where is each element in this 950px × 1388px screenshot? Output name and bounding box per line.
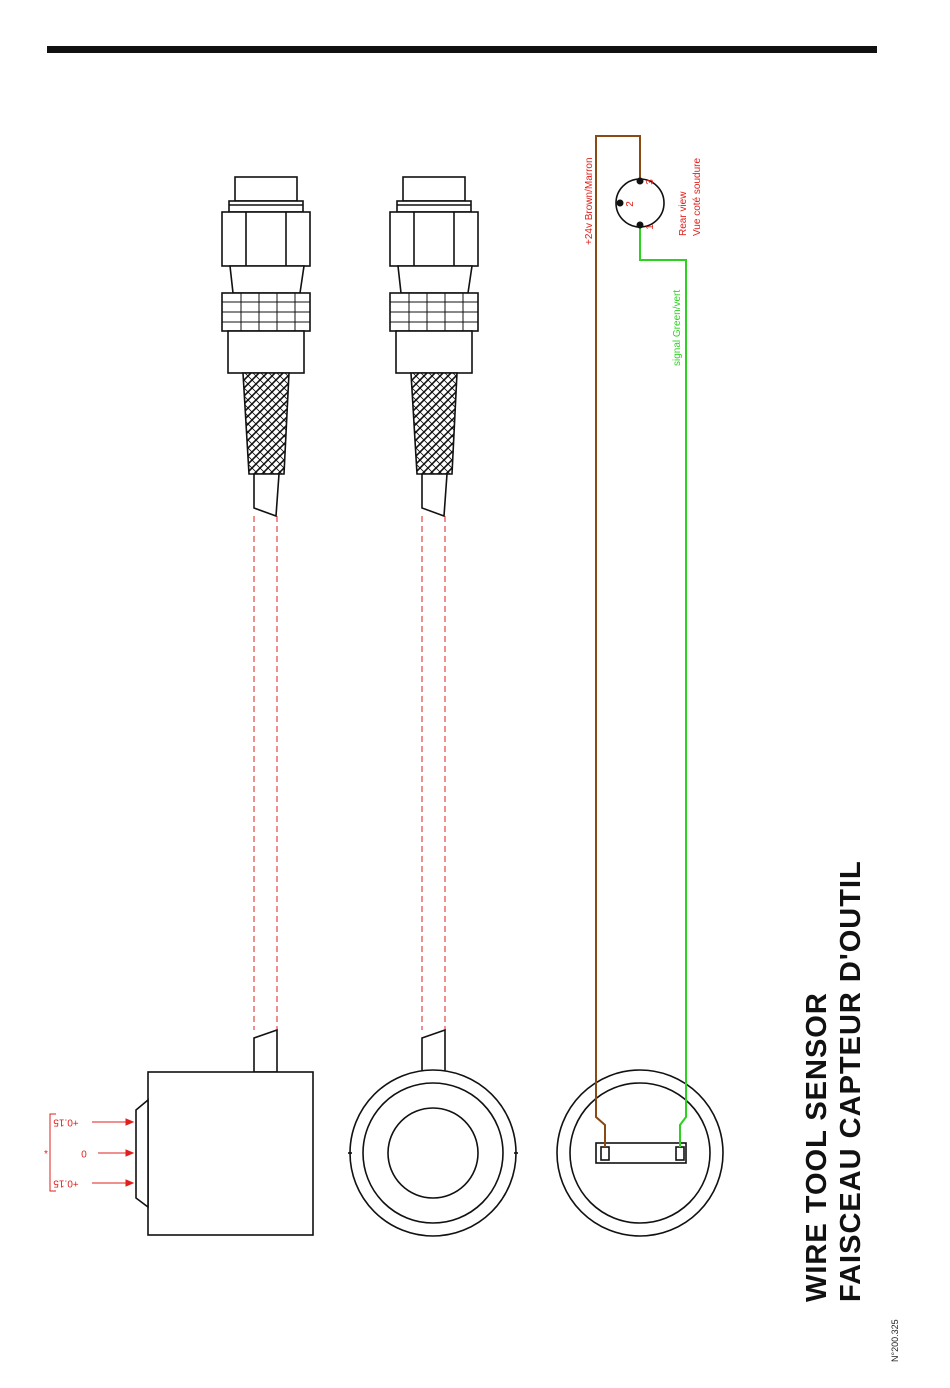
pin-1-dot (637, 222, 644, 229)
title-line-1: WIRE TOOL SENSOR (801, 992, 833, 1302)
connector-1 (222, 177, 310, 516)
pin-3-dot (637, 178, 644, 185)
tolerance-lower: +0.15 (53, 1177, 79, 1188)
tolerance-middle: 0 (81, 1147, 87, 1158)
tolerance-upper: +0.15 (53, 1116, 79, 1127)
cable-stubs (254, 1030, 445, 1072)
sensor-body-rear (557, 1070, 723, 1236)
title-line-2: FAISCEAU CAPTEUR D'OUTIL (835, 860, 867, 1302)
rear-view-label-fr: Vue coté soudure (692, 158, 703, 236)
tolerance-star: * (44, 1149, 48, 1160)
drawing-reference: N°200.325 (890, 1319, 900, 1362)
connector-2 (390, 177, 478, 516)
pin-3-label: 3 (645, 179, 656, 185)
pin-1-label: 1 (645, 224, 656, 230)
brown-wire (596, 136, 640, 1147)
rear-view-label-en: Rear view (678, 191, 689, 236)
pin-connector-rear-view (616, 178, 664, 229)
top-border-line (47, 46, 877, 53)
sensor-body-front (348, 1070, 518, 1236)
sensor-body-side (136, 1072, 313, 1235)
green-wire-label: signal Green/vert (672, 290, 683, 366)
pin-2-dot (617, 200, 624, 207)
cable-dashed-lines (254, 516, 445, 1030)
brown-wire-label: +24v Brown/Marron (584, 157, 595, 245)
pin-2-label: 2 (625, 201, 636, 207)
